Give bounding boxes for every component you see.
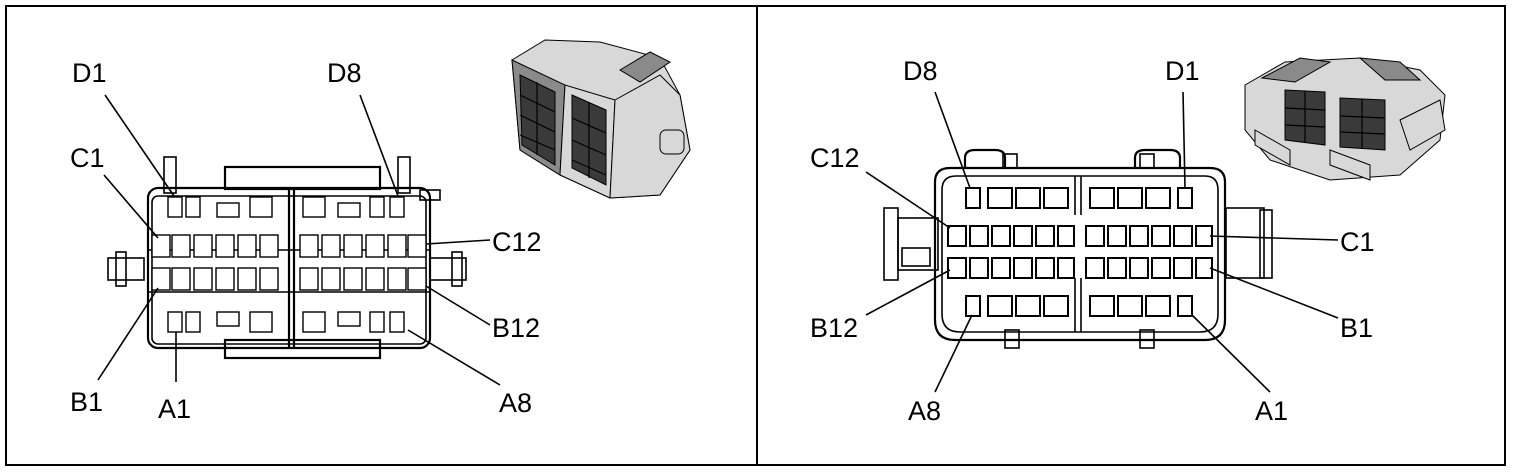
left-label-a1: A1 xyxy=(158,394,191,424)
left-label-a8: A8 xyxy=(499,388,532,418)
left-label-c1: C1 xyxy=(70,143,105,173)
left-leader-lines xyxy=(97,94,501,386)
left-label-b1: B1 xyxy=(70,387,103,417)
right-connector-isometric-inset xyxy=(1244,57,1446,181)
left-label-c12: C12 xyxy=(492,227,542,257)
left-d-row-cavities xyxy=(167,196,405,218)
right-pin-labels: D8 D1 C12 C1 B12 B1 A8 A1 xyxy=(810,56,1375,426)
right-label-d8: D8 xyxy=(903,56,938,86)
left-label-d8: D8 xyxy=(327,58,362,88)
right-panel-frame xyxy=(756,5,1506,466)
right-label-c1: C1 xyxy=(1340,227,1375,257)
right-label-b1: B1 xyxy=(1340,313,1373,343)
right-b-row-cavities xyxy=(947,257,1213,279)
right-label-b12: B12 xyxy=(810,313,858,343)
left-c-row-cavities xyxy=(151,234,427,258)
left-b-row-cavities xyxy=(151,267,427,291)
right-a-row-cavities xyxy=(965,295,1193,317)
right-label-c12: C12 xyxy=(810,143,860,173)
right-c-row-cavities xyxy=(947,225,1213,247)
right-leader-lines xyxy=(865,91,1339,393)
left-label-d1: D1 xyxy=(72,58,107,88)
right-label-d1: D1 xyxy=(1165,56,1200,86)
left-label-b12: B12 xyxy=(492,313,540,343)
right-label-a1: A1 xyxy=(1255,396,1288,426)
left-pin-labels: D1 D8 C1 C12 B12 B1 A1 A8 xyxy=(70,58,542,424)
right-connector-face xyxy=(883,148,1273,349)
left-a-row-cavities xyxy=(167,311,405,333)
right-label-a8: A8 xyxy=(908,396,941,426)
right-d-row-cavities xyxy=(965,187,1193,209)
left-connector-isometric-inset xyxy=(511,39,691,199)
